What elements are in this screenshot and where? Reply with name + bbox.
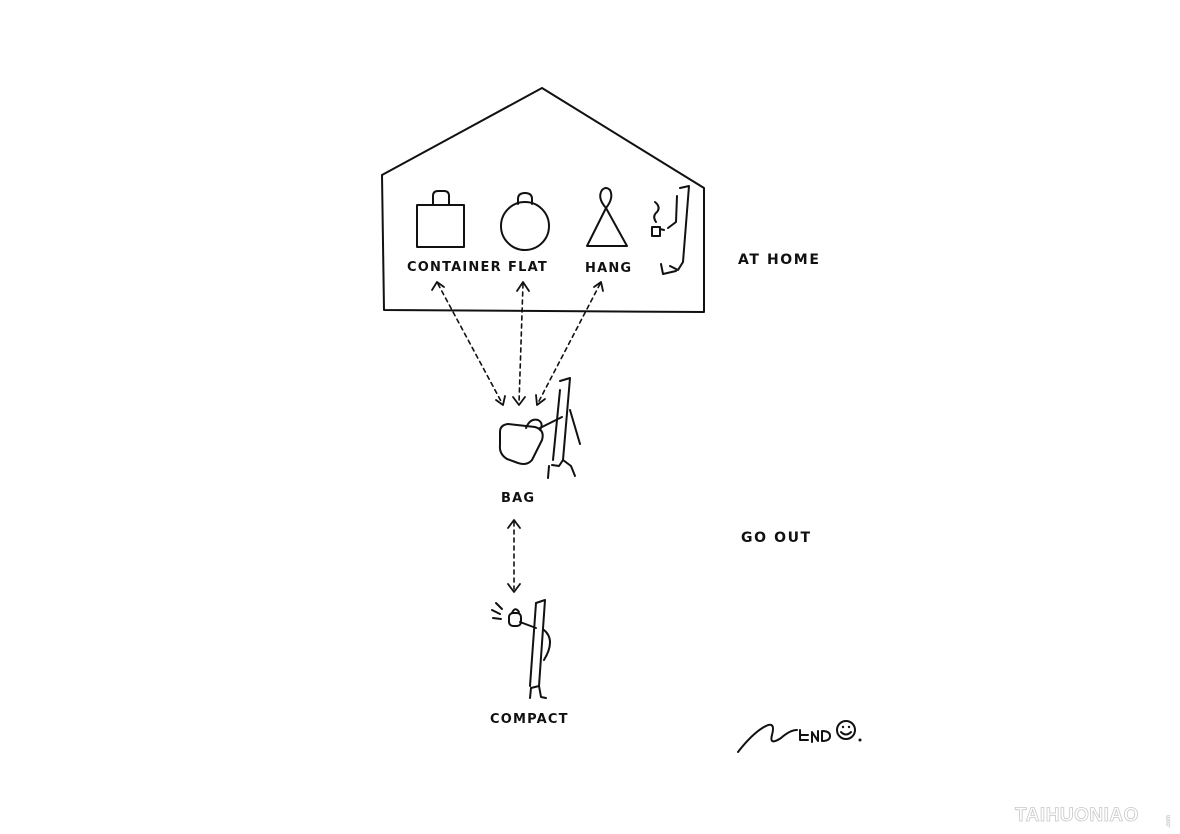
person-with-cup-icon bbox=[651, 185, 690, 275]
label-bag: BAG bbox=[501, 491, 535, 506]
label-hang: HANG bbox=[585, 261, 632, 276]
flat-icon bbox=[500, 192, 550, 251]
arrow-container-to-bag bbox=[431, 281, 506, 406]
arrow-bag-to-compact bbox=[507, 519, 521, 593]
arrow-flat-to-bag bbox=[512, 281, 530, 406]
nendo-signature-logo bbox=[737, 720, 862, 753]
watermark-text: TAIHUONIAO bbox=[1015, 805, 1139, 826]
container-icon bbox=[416, 190, 465, 248]
label-compact: COMPACT bbox=[490, 712, 569, 727]
house-outline bbox=[381, 87, 705, 313]
watermark-suffix: .com bbox=[1166, 815, 1172, 828]
label-go-out: GO OUT bbox=[741, 530, 812, 546]
person-with-bag-icon bbox=[498, 377, 581, 479]
arrow-hang-to-bag bbox=[535, 281, 604, 406]
label-flat: FLAT bbox=[508, 260, 548, 275]
label-at-home: AT HOME bbox=[738, 252, 821, 268]
hang-icon bbox=[586, 187, 628, 247]
label-container: CONTAINER bbox=[407, 260, 502, 275]
person-with-compact-icon bbox=[491, 599, 551, 699]
